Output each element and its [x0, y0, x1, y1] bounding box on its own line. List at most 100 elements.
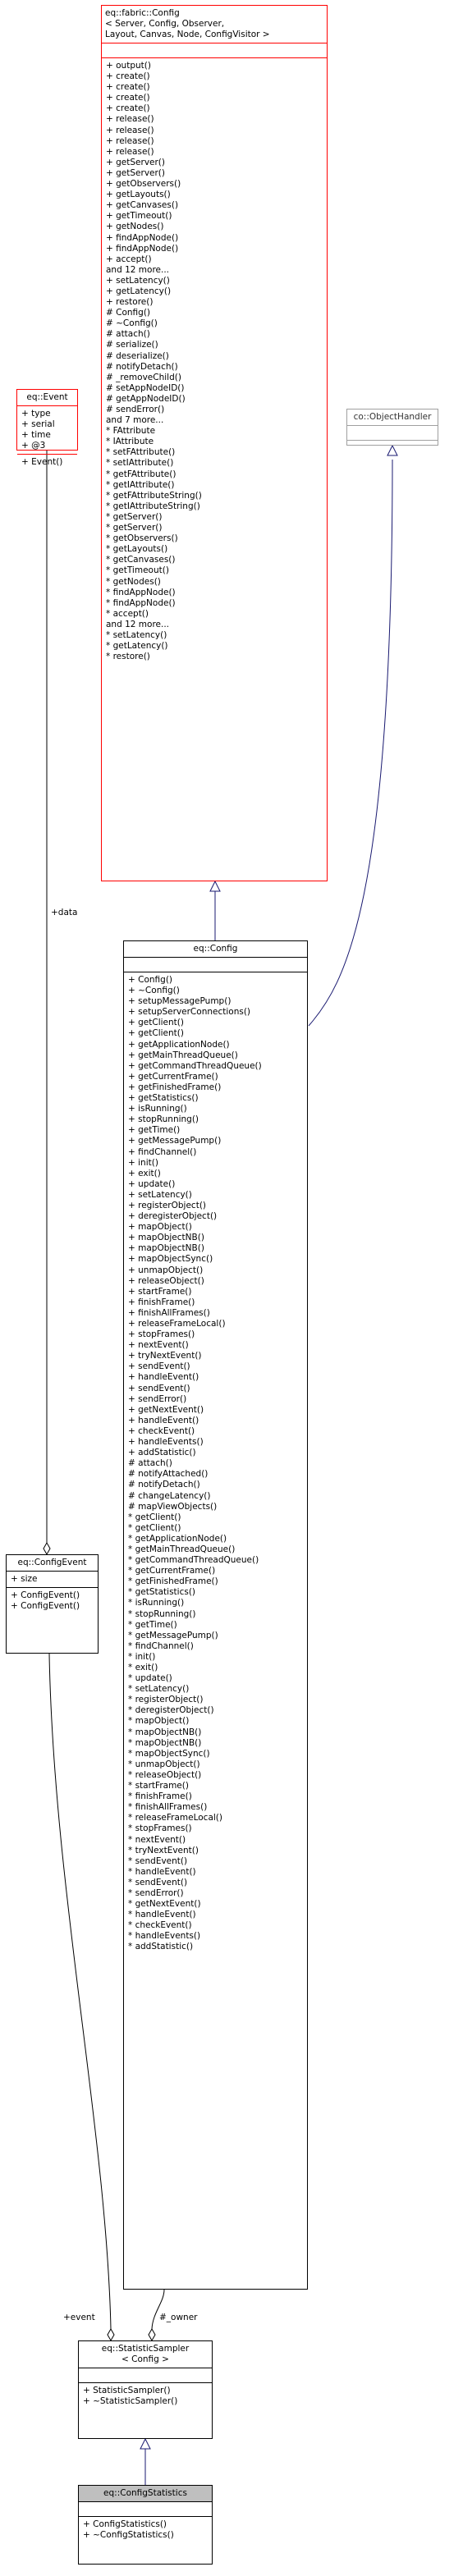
class-method: + ~Config() — [128, 986, 180, 996]
methods-section: + ConfigEvent()+ ConfigEvent() — [7, 1588, 98, 1614]
class-member: + create() — [106, 103, 150, 114]
class-member: + findAppNode() — [106, 243, 179, 254]
class-method: + nextEvent() — [128, 1340, 189, 1351]
class-method: + handleEvent() — [128, 1372, 199, 1383]
edge-label-owner: #_owner — [159, 2313, 198, 2322]
class-method: + getMainThreadQueue() — [128, 1050, 238, 1060]
class-method: + getCurrentFrame() — [128, 1071, 218, 1082]
class-member: + getServer() — [106, 167, 166, 178]
edge-config-inherits-objecthandler — [308, 459, 393, 1027]
class-member: * setIAttribute() — [106, 458, 174, 469]
class-method: * startFrame() — [128, 1781, 189, 1791]
class-method: * handleEvents() — [128, 1931, 201, 1942]
class-method: * mapObject() — [128, 1716, 190, 1727]
class-method: * exit() — [128, 1663, 158, 1672]
class-method: + getClient() — [128, 1018, 184, 1028]
class-title-block: eq::StatisticSampler < Config > — [79, 2341, 212, 2368]
class-eq-config[interactable]: eq::Config + Config()+ ~Config()+ setupM… — [123, 940, 308, 2290]
class-member: and 12 more... — [106, 619, 170, 629]
edge-label-data: +data — [51, 908, 78, 917]
class-method: + findChannel() — [128, 1146, 197, 1157]
class-fabric-config-header: eq::fabric::Config < Server, Config, Obs… — [102, 6, 327, 43]
class-method: + addStatistic() — [128, 1448, 196, 1458]
class-member: * getFAttributeString() — [106, 490, 202, 501]
methods-section: + Event() — [17, 455, 77, 470]
class-member: + release() — [106, 125, 154, 135]
class-method: + deregisterObject() — [128, 1211, 218, 1222]
class-member: # notifyDetach() — [106, 361, 178, 372]
class-method: # attach() — [128, 1458, 172, 1469]
class-method: * checkEvent() — [128, 1920, 192, 1931]
class-method: * getCurrentFrame() — [128, 1566, 216, 1576]
class-method: + getNextEvent() — [128, 1404, 204, 1415]
class-method: + stopRunning() — [128, 1114, 199, 1125]
class-eq-event[interactable]: eq::Event + type+ serial+ time+ @3 + Eve… — [16, 389, 78, 467]
class-method: + getClient() — [128, 1028, 184, 1039]
class-member: + getServer() — [106, 157, 166, 167]
class-method: * releaseObject() — [128, 1769, 202, 1780]
edge-config-owner — [151, 2289, 165, 2330]
class-member: * getObservers() — [106, 533, 178, 544]
class-method: + stopFrames() — [128, 1329, 195, 1340]
class-method: * tryNextEvent() — [128, 1845, 199, 1855]
class-config-event[interactable]: eq::ConfigEvent + size + ConfigEvent()+ … — [6, 1554, 99, 1654]
class-attribute: + @3 — [21, 441, 46, 451]
class-method: # mapViewObjects() — [128, 1501, 218, 1512]
class-method: * setLatency() — [128, 1684, 190, 1695]
class-config-statistics[interactable]: eq::ConfigStatistics + ConfigStatistics(… — [78, 2485, 213, 2565]
class-member: * getNodes() — [106, 576, 161, 587]
class-member: * getServer() — [106, 511, 163, 522]
class-method: * isRunning() — [128, 1598, 185, 1608]
class-method: * getMainThreadQueue() — [128, 1544, 236, 1554]
class-member: # deserialize() — [106, 350, 169, 361]
class-method: * sendEvent() — [128, 1855, 188, 1866]
class-member: # sendError() — [106, 405, 165, 414]
class-object-handler[interactable]: co::ObjectHandler — [346, 409, 438, 446]
class-member: + create() — [106, 82, 150, 93]
class-method: + ConfigEvent() — [11, 1590, 80, 1601]
class-member: + getTimeout() — [106, 211, 172, 222]
class-member: and 12 more... — [106, 264, 170, 275]
class-member: + release() — [106, 135, 154, 146]
class-statistic-sampler[interactable]: eq::StatisticSampler < Config > + Statis… — [78, 2340, 213, 2439]
edge-config-inherits-fabric-arrow — [209, 880, 221, 892]
class-method: * getTime() — [128, 1619, 177, 1630]
class-attribute: + serial — [21, 419, 55, 430]
methods-section: + StatisticSampler()+ ~StatisticSampler(… — [79, 2383, 212, 2409]
class-method: * handleEvent() — [128, 1866, 196, 1877]
class-member: + getLatency() — [106, 286, 172, 296]
class-method: * getCommandThreadQueue() — [128, 1555, 259, 1566]
class-member: + setLatency() — [106, 275, 170, 286]
class-method: # notifyAttached() — [128, 1469, 209, 1480]
attributes-section — [79, 2368, 212, 2383]
attributes-section — [102, 43, 327, 58]
class-fabric-config[interactable]: eq::fabric::Config < Server, Config, Obs… — [101, 5, 328, 881]
methods-section: + ConfigStatistics()+ ~ConfigStatistics(… — [79, 2517, 212, 2543]
class-method: + sendEvent() — [128, 1383, 190, 1393]
attributes-section: + type+ serial+ time+ @3 — [17, 406, 77, 455]
edge-event-data-diamond — [43, 1541, 51, 1556]
class-attribute: + time — [21, 430, 51, 441]
class-method: * getFinishedFrame() — [128, 1576, 218, 1587]
class-member: + release() — [106, 114, 154, 125]
class-member: # _removeChild() — [106, 372, 181, 382]
edge-config-owner-diamond — [148, 2327, 156, 2342]
class-member: * findAppNode() — [106, 597, 176, 608]
class-method: * mapObjectNB() — [128, 1737, 202, 1748]
members-section: + output()+ create()+ create()+ create()… — [102, 58, 327, 665]
class-method: + StatisticSampler() — [83, 2386, 171, 2395]
class-method: + releaseObject() — [128, 1275, 204, 1286]
class-method: * getApplicationNode() — [128, 1533, 227, 1544]
class-method: * stopRunning() — [128, 1608, 196, 1619]
class-method: + update() — [128, 1178, 176, 1189]
edge-configevent-event — [48, 1653, 112, 2330]
class-method: + mapObject() — [128, 1222, 192, 1233]
class-method: * finishFrame() — [128, 1791, 192, 1802]
class-method: + registerObject() — [128, 1200, 207, 1210]
class-method: * releaseFrameLocal() — [128, 1813, 222, 1823]
edge-statistics-inherits-sampler-arrow — [140, 2437, 151, 2450]
class-member: + getNodes() — [106, 222, 164, 232]
class-method: + getMessagePump() — [128, 1136, 222, 1146]
class-method: * update() — [128, 1673, 172, 1684]
